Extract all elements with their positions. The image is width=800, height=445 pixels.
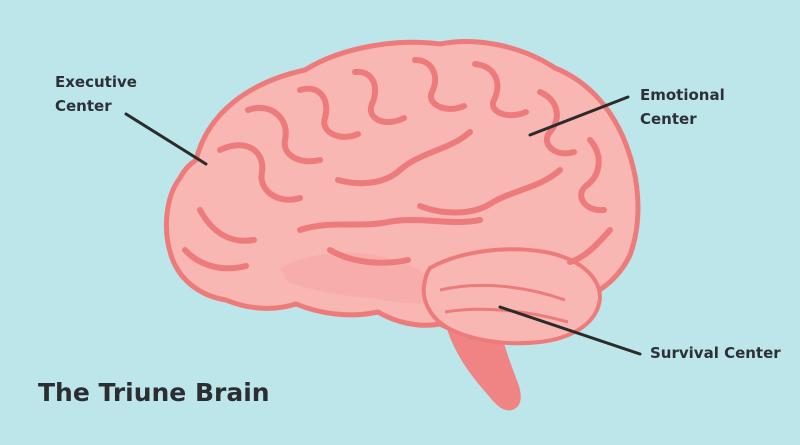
leader-lines [124,95,642,356]
emotional-center-label: Emotional Center [640,83,725,131]
leader-line-executive [124,112,208,166]
emotional-center-label-line2: Center [640,110,697,128]
survival-center-label: Survival Center [650,341,781,365]
leader-line-survival [498,305,642,356]
cerebellum-fold [439,283,566,302]
cerebellum-fold [444,307,569,324]
survival-center-label-line1: Survival Center [650,344,781,362]
temporal-lobe [280,252,450,304]
brain-grooves [182,57,613,272]
executive-center-label-line1: Executive [55,73,137,91]
executive-center-label-line2: Center [55,97,112,115]
diagram-title: The Triune Brain [38,378,270,407]
leader-line-emotional [528,95,630,137]
emotional-center-label-line1: Emotional [640,86,725,104]
executive-center-label: Executive Center [55,70,137,118]
